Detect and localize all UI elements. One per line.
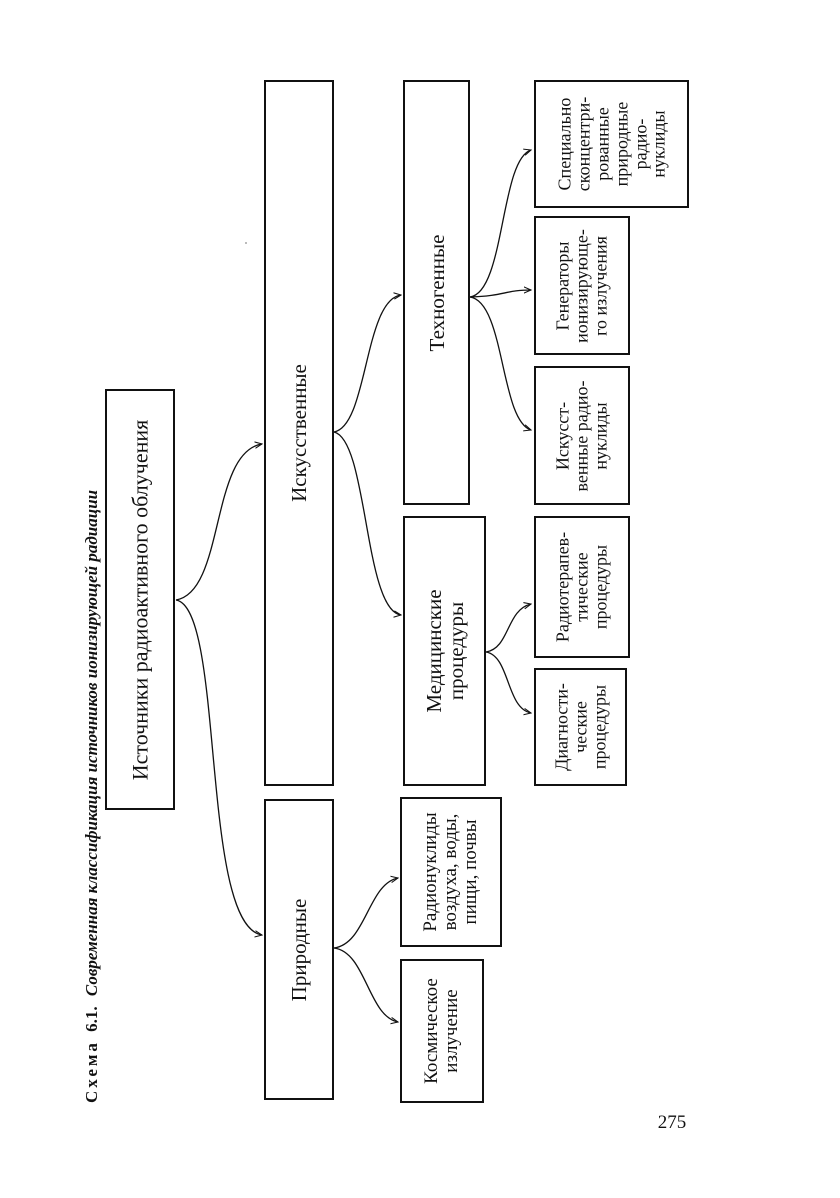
arrow-natural-to-cosmic [333, 947, 398, 1022]
node-artificial-label: Искусственные [286, 364, 311, 502]
arrow-technogenic-to-special [469, 150, 531, 298]
node-radionuclides-air-water-food-soil: Радионуклиды воздуха, воды, пищи, почвы [400, 797, 502, 947]
node-technogenic: Техногенные [403, 80, 470, 505]
arrow-medical-to-radiotherapy [485, 604, 531, 653]
node-radiotherapy-label: Радиотерапев- тические процедуры [552, 531, 611, 643]
arrow-technogenic-to-artificial-nuclides [469, 296, 531, 430]
page-number: 275 [657, 1112, 687, 1133]
arrow-artificial-to-technogenic [333, 295, 401, 433]
node-medical-label: Медицинские процедуры [421, 589, 468, 713]
caption-title: Современная классификация источников ион… [82, 489, 101, 997]
node-radionuclides-label: Радионуклиды воздуха, воды, пищи, почвы [420, 812, 481, 932]
node-cosmic-label: Космическое излучение [421, 978, 462, 1084]
node-natural: Природные [264, 799, 334, 1100]
node-root-label: Источники радиоактивного облучения [127, 419, 153, 780]
caption-lead: Схема [82, 1040, 101, 1103]
node-radiotherapy-procedures: Радиотерапев- тические процедуры [534, 516, 630, 658]
arrow-root-to-natural [175, 599, 262, 935]
node-diagnostic-procedures: Диагности- ческие процедуры [534, 668, 627, 786]
node-medical: Медицинские процедуры [403, 516, 486, 786]
node-root: Источники радиоактивного облучения [105, 389, 175, 810]
node-artificial: Искусственные [264, 80, 334, 786]
node-artificial-radionuclides: Искусст- венные радио- нуклиды [534, 366, 630, 505]
node-generators-label: Генераторы ионизирующе- го излучения [552, 228, 611, 343]
node-technogenic-label: Техногенные [424, 234, 449, 351]
figure-caption: Схема 6.1. Современная классификация ист… [82, 489, 101, 1103]
arrow-technogenic-to-generators [469, 290, 531, 298]
arrow-natural-to-radionuclides [333, 878, 398, 949]
arrow-artificial-to-medical [333, 431, 401, 615]
node-special-concentrated-nuclides: Специально сконцентри- рованные природны… [534, 80, 689, 208]
speck [245, 242, 247, 244]
node-cosmic-radiation: Космическое излучение [400, 959, 484, 1103]
caption-number: 6.1. [82, 1006, 101, 1032]
arrow-root-to-artificial [175, 444, 262, 601]
node-artificial-nuclides-label: Искусст- венные радио- нуклиды [552, 379, 611, 492]
node-special-label: Специально сконцентри- рованные природны… [553, 96, 669, 192]
node-ionizing-generators: Генераторы ионизирующе- го излучения [534, 216, 630, 355]
node-natural-label: Природные [286, 898, 311, 1001]
node-diagnostic-label: Диагности- ческие процедуры [551, 683, 609, 771]
arrow-medical-to-diagnostic [485, 651, 531, 713]
